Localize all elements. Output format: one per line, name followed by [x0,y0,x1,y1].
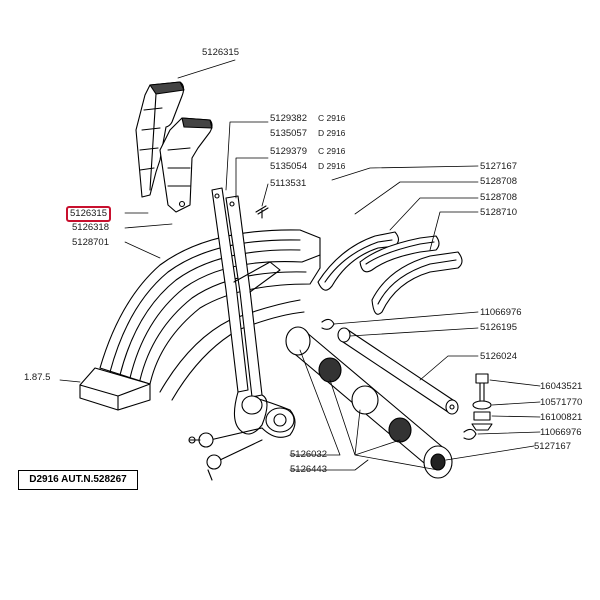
diagram-caption-box: D2916 AUT.N.528267 [18,470,138,490]
variant-d2916-b: D 2916 [318,161,346,171]
part-label-11066976-bottom[interactable]: 11066976 [540,427,582,438]
pedal-levers [188,187,296,481]
part-label-5126195[interactable]: 5126195 [480,322,517,333]
part-label-5129382[interactable]: 5129382 [270,113,307,124]
part-label-5128708-a[interactable]: 5128708 [480,176,517,187]
mount-base [79,299,305,411]
bolt-stack [471,373,493,431]
part-label-5127167-top[interactable]: 5127167 [480,161,517,172]
pedal-rubber-pads [317,231,463,315]
bush-shaft [285,326,453,479]
pedal-pad-outer [135,81,185,198]
part-label-5128708-b[interactable]: 5128708 [480,192,517,203]
part-label-5128701[interactable]: 5128701 [72,237,109,248]
variant-c2916-b: C 2916 [318,146,346,156]
variant-c2916-a: C 2916 [318,113,346,123]
part-label-5126024[interactable]: 5126024 [480,351,517,362]
part-label-5135054[interactable]: 5135054 [270,161,307,172]
part-label-16100821[interactable]: 16100821 [540,412,583,423]
part-label-5129379[interactable]: 5129379 [270,146,307,157]
part-label-5126032[interactable]: 5126032 [290,449,327,460]
part-label-16043521[interactable]: 16043521 [540,381,583,392]
part-label-5113531[interactable]: 5113531 [270,178,307,189]
pedal-quadrant-guide [99,229,321,385]
part-label-5126318[interactable]: 5126318 [72,222,109,233]
part-label-5126315-top[interactable]: 5126315 [202,47,239,58]
cross-shaft [337,327,459,415]
part-label-10571770[interactable]: 10571770 [540,397,583,408]
part-label-5128710[interactable]: 5128710 [480,207,517,218]
part-label-1-87-5[interactable]: 1.87.5 [24,372,51,383]
part-label-11066976-top[interactable]: 11066976 [480,307,522,318]
small-bolt [255,205,269,219]
variant-d2916-a: D 2916 [318,128,346,138]
part-label-5126443[interactable]: 5126443 [290,464,327,475]
part-label-5126315-highlighted[interactable]: 5126315 [66,206,111,222]
part-label-5135057[interactable]: 5135057 [270,128,307,139]
part-label-5127167-bottom[interactable]: 5127167 [534,441,571,452]
pedal-pad-inner [159,117,213,213]
leader-lines [59,59,541,471]
